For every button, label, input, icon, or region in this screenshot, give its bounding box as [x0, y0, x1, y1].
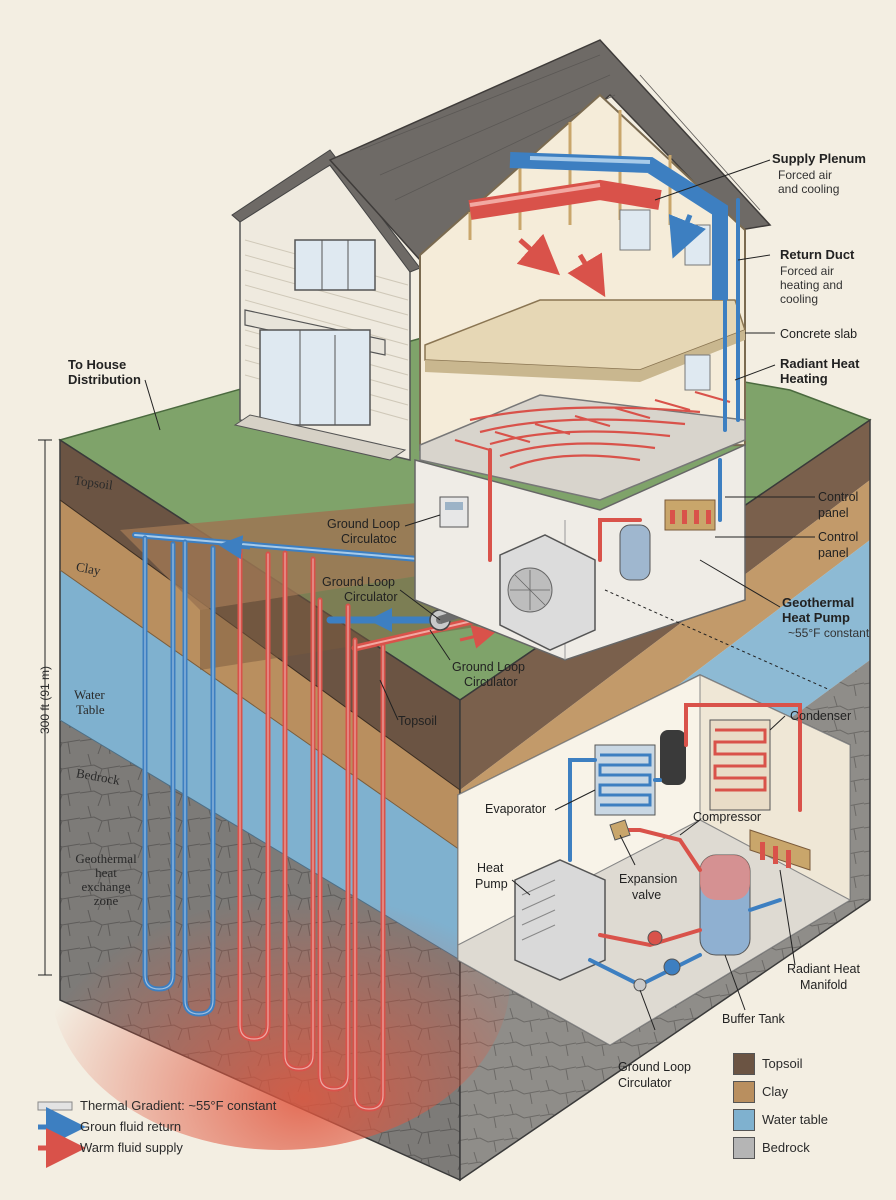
label-return-duct: Return Duct	[780, 248, 854, 262]
label-radiant-heat: Radiant Heat	[780, 357, 859, 371]
label-return-duct-sub2: heating and	[780, 278, 843, 292]
legend-water-table: Water table	[762, 1112, 828, 1127]
label-expansion: Expansion	[619, 872, 677, 886]
label-ground-loop-a2: Circulatoc	[341, 532, 397, 546]
label-evaporator: Evaporator	[485, 802, 546, 816]
label-pump: Pump	[475, 877, 508, 891]
label-control-panel-b1: Control	[818, 530, 858, 544]
label-control-panel-a1: Control	[818, 490, 858, 504]
label-geothermal: Geothermal	[782, 596, 854, 610]
legend-warm-fluid-supply: Warm fluid supply	[80, 1140, 183, 1155]
label-ground-loop-b2: Circulator	[344, 590, 398, 604]
label-radiant-heating: Heating	[780, 372, 828, 386]
label-ground-loop-c2: Circulator	[464, 675, 518, 689]
legend-bedrock: Bedrock	[762, 1140, 810, 1155]
legend-swatch-gradient	[38, 1102, 72, 1110]
label-ground-loop-b1: Ground Loop	[322, 575, 395, 589]
label-depth: 300 ft (91 m)	[38, 650, 52, 750]
strata-water: Water	[74, 688, 105, 702]
strata-zone: zone	[68, 894, 144, 908]
label-control-panel-a2: panel	[818, 506, 849, 520]
label-ground-loop-d2: Circulator	[618, 1076, 672, 1090]
label-compressor: Compressor	[693, 810, 761, 824]
label-concrete-slab: Concrete slab	[780, 327, 857, 341]
label-supply-plenum-sub1: Forced air	[778, 168, 832, 182]
label-55f-constant: ~55°F constant	[788, 626, 869, 640]
label-supply-plenum-sub2: and cooling	[778, 182, 839, 196]
label-ground-loop-d1: Ground Loop	[618, 1060, 691, 1074]
legend-clay: Clay	[762, 1084, 788, 1099]
label-condenser: Condenser	[790, 709, 851, 723]
label-ground-loop-c1: Ground Loop	[452, 660, 525, 674]
legend-swatch-bedrock	[733, 1137, 755, 1159]
label-supply-plenum: Supply Plenum	[772, 152, 866, 166]
legend-ground-fluid-return: Groun fluid return	[80, 1119, 181, 1134]
legend-thermal-gradient: Thermal Gradient: ~55°F constant	[80, 1098, 276, 1113]
label-radiant-heat-manifold-2: Manifold	[800, 978, 847, 992]
label-radiant-heat-manifold-1: Radiant Heat	[787, 962, 860, 976]
label-return-duct-sub1: Forced air	[780, 264, 834, 278]
legend-topsoil: Topsoil	[762, 1056, 802, 1071]
label-distribution: Distribution	[68, 373, 141, 387]
label-ground-loop-a1: Ground Loop	[327, 517, 400, 531]
label-heat-pump: Heat Pump	[782, 611, 850, 625]
label-to-house: To House	[68, 358, 126, 372]
label-topsoil-callout: Topsoil	[398, 714, 437, 728]
legend-swatch-topsoil	[733, 1053, 755, 1075]
label-heat: Heat	[477, 861, 503, 875]
strata-table: Table	[76, 703, 105, 717]
strata-exchange: exchange	[68, 880, 144, 894]
strata-geothermal: Geothermal	[68, 852, 144, 866]
label-buffer-tank: Buffer Tank	[722, 1012, 785, 1026]
label-control-panel-b2: panel	[818, 546, 849, 560]
legend-swatch-water-table	[733, 1109, 755, 1131]
legend-swatch-clay	[733, 1081, 755, 1103]
label-valve: valve	[632, 888, 661, 902]
label-return-duct-sub3: cooling	[780, 292, 818, 306]
strata-heat: heat	[68, 866, 144, 880]
